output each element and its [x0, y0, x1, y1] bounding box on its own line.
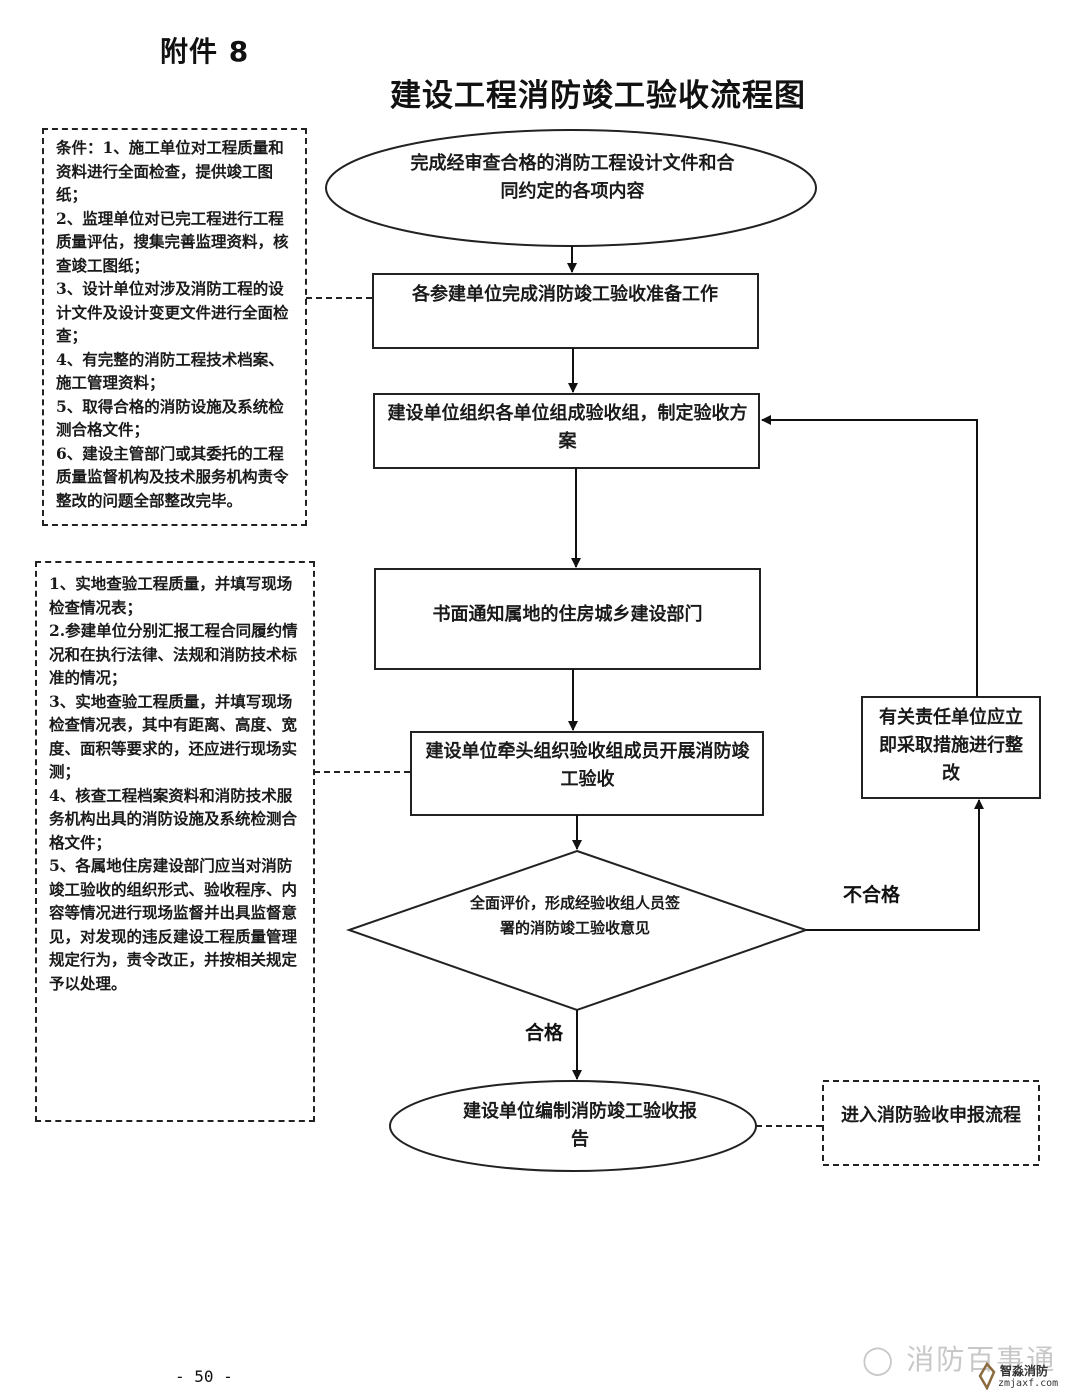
rectify-text: 有关责任单位应立即采取措施进行整改 — [879, 707, 1023, 784]
brand-logo-icon — [978, 1362, 996, 1390]
attachment-label: 附件 8 — [160, 35, 250, 68]
wechat-icon: ◯ — [862, 1343, 896, 1376]
conditions-note-line: 5、取得合格的消防设施及系统检测合格文件； — [56, 396, 284, 440]
inspection-note-line: 4、核查工程档案资料和消防技术服务机构出具的消防设施及系统检测合格文件； — [49, 785, 298, 852]
inspection-note-line: 1、实地查验工程质量，并填写现场检查情况表； — [49, 574, 293, 617]
inspection-note: 1、实地查验工程质量，并填写现场检查情况表； 2.参建单位分别汇报工程合同履约情… — [35, 561, 315, 1122]
watermark-wechat: ◯ 消防百事通 — [862, 1338, 1056, 1378]
next-process-box — [822, 1080, 1040, 1166]
conditions-note-line: 4、有完整的消防工程技术档案、施工管理资料； — [56, 349, 284, 393]
end-node-text: 建设单位编制消防竣工验收报告 — [463, 1101, 697, 1150]
step1-text: 各参建单位完成消防竣工验收准备工作 — [412, 284, 718, 305]
fail-label: 不合格 — [843, 884, 901, 906]
watermark-brand: 智淼消防 — [1000, 1364, 1049, 1378]
rectify-box — [861, 696, 1041, 799]
pass-label: 合格 — [525, 1022, 564, 1044]
page-title: 建设工程消防竣工验收流程图 — [390, 78, 806, 114]
step2-text: 建设单位组织各单位组成验收组，制定验收方案 — [387, 403, 748, 452]
step4-text: 建设单位牵头组织验收组成员开展消防竣工验收 — [425, 741, 750, 790]
step3-box — [374, 568, 761, 670]
decision-text: 全面评价，形成经验收组人员签署的消防竣工验收意见 — [470, 894, 681, 937]
conditions-note-line: 2、监理单位对已完工程进行工程质量评估，搜集完善监理资料，核查竣工图纸； — [56, 208, 289, 275]
step1-box — [372, 273, 759, 349]
inspection-note-line: 3、实地查验工程质量，并填写现场检查情况表，其中有距离、高度、宽度、面积等要求的… — [49, 691, 298, 782]
inspection-note-line: 5、各属地住房建设部门应当对消防竣工验收的组织形式、验收程序、内容等情况进行现场… — [49, 856, 298, 993]
page-number: - 50 - — [175, 1367, 233, 1386]
start-node-text: 完成经审查合格的消防工程设计文件和合同约定的各项内容 — [410, 153, 735, 202]
watermark-url: zmjaxf.com — [998, 1378, 1059, 1389]
step2-box — [373, 393, 760, 469]
watermark-wechat-text: 消防百事通 — [906, 1343, 1057, 1376]
step4-box — [410, 731, 764, 816]
conditions-note: 条件：1、施工单位对工程质量和资料进行全面检查，提供竣工图纸； 2、监理单位对已… — [42, 128, 307, 526]
conditions-note-line: 3、设计单位对涉及消防工程的设计文件及设计变更文件进行全面检查； — [56, 279, 289, 345]
step3-text: 书面通知属地的住房城乡建设部门 — [432, 604, 703, 625]
conditions-note-line: 6、建设主管部门或其委托的工程质量监督机构及技术服务机构责令整改的问题全部整改完… — [56, 443, 289, 510]
conditions-note-line: 条件：1、施工单位对工程质量和资料进行全面检查，提供竣工图纸； — [56, 138, 284, 204]
inspection-note-line: 2.参建单位分别汇报工程合同履约情况和在执行法律、法规和消防技术标准的情况； — [49, 621, 298, 687]
next-process-text: 进入消防验收申报流程 — [841, 1105, 1021, 1126]
